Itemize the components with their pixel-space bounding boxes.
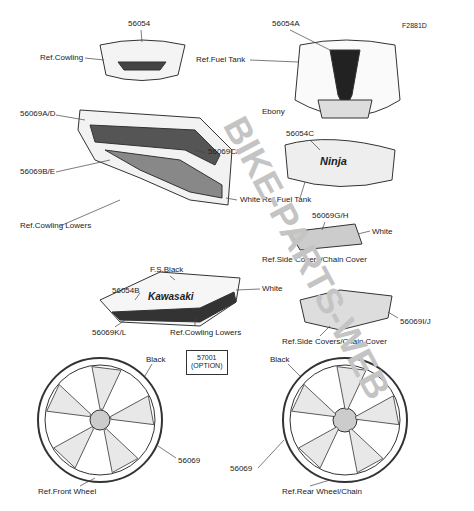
part-number: 56069B/E bbox=[20, 168, 55, 176]
part-note: Ref.Cowling Lowers bbox=[20, 222, 91, 230]
wheel-spoke bbox=[104, 429, 138, 473]
part-note: Ebony bbox=[262, 108, 285, 116]
leader-lines bbox=[56, 30, 398, 486]
windshield bbox=[100, 40, 185, 81]
part-number: 56054A bbox=[272, 20, 300, 28]
option-box: 57001(OPTION) bbox=[186, 350, 228, 375]
wheel-spoke bbox=[47, 385, 91, 417]
part-number: 56069G/H bbox=[312, 212, 348, 220]
wheel-spoke bbox=[92, 367, 121, 410]
option-text: 57001 bbox=[191, 354, 223, 362]
tank-cap bbox=[318, 100, 372, 118]
part-note: Ninja bbox=[320, 156, 347, 167]
part-note: F2881D bbox=[402, 22, 427, 29]
part-number: 56069I/J bbox=[400, 318, 431, 326]
lower-cowl-stripe bbox=[112, 292, 236, 322]
cowling-stripe bbox=[105, 150, 222, 198]
upper-cowling-decal bbox=[78, 110, 232, 205]
front-rim-stripe bbox=[45, 365, 155, 475]
part-note: F.S.Black bbox=[150, 266, 183, 274]
part-note: Ref.Cowling Lowers bbox=[170, 329, 241, 337]
windshield-decal bbox=[118, 62, 166, 70]
part-note: Ref.Fuel Tank bbox=[196, 56, 245, 64]
wheel-spoke bbox=[110, 396, 153, 425]
option-text: (OPTION) bbox=[191, 362, 223, 370]
part-number: 56069K/L bbox=[92, 329, 126, 337]
part-note: Ref.Cowling bbox=[40, 54, 83, 62]
wheel-spoke bbox=[349, 429, 383, 473]
part-number: 56054B bbox=[112, 287, 140, 295]
lower-cowl-decal bbox=[100, 272, 240, 326]
part-note: Ref.Front Wheel bbox=[38, 488, 96, 496]
wheel-spoke bbox=[292, 385, 336, 417]
part-note: Ref.Rear Wheel/Chain bbox=[282, 488, 362, 496]
tank-side-decal bbox=[285, 140, 395, 187]
part-note: White bbox=[372, 228, 392, 236]
part-note: Black bbox=[270, 356, 290, 364]
part-number: 56069A/D bbox=[20, 110, 56, 118]
wheel-spoke bbox=[54, 427, 94, 468]
part-number: 56054 bbox=[128, 20, 150, 28]
part-number: 56069 bbox=[178, 457, 200, 465]
part-number: 56054C bbox=[286, 130, 314, 138]
part-note: Black bbox=[146, 356, 166, 364]
part-note: Kawasaki bbox=[148, 292, 194, 302]
part-note: White bbox=[262, 285, 282, 293]
front-hub bbox=[90, 410, 110, 430]
part-number: 56069 bbox=[230, 465, 252, 473]
front-wheel bbox=[38, 358, 162, 482]
wheel-spoke bbox=[299, 427, 339, 468]
